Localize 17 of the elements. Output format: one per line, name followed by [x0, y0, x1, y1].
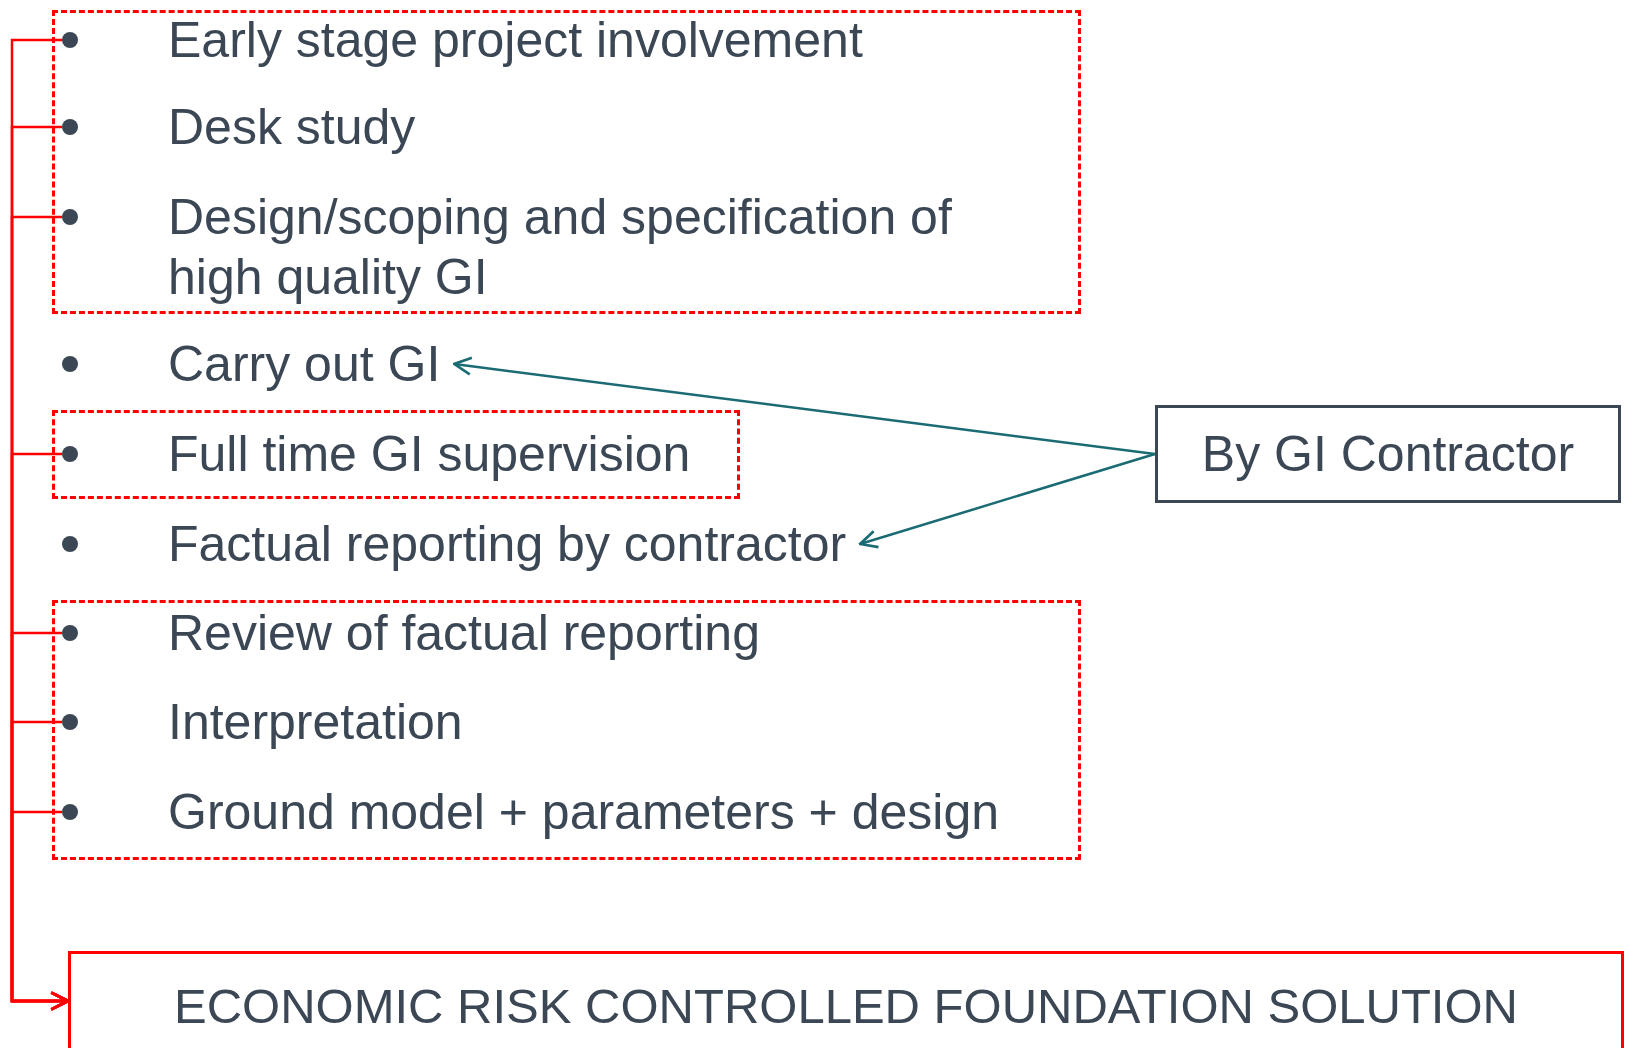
dashed-group-box	[52, 600, 1081, 860]
dashed-group-box	[52, 10, 1081, 314]
label-box: By GI Contractor	[1155, 405, 1621, 503]
list-item-text: Interpretation	[168, 693, 463, 752]
list-item-text: Full time GI supervision	[168, 425, 691, 484]
result-box: ECONOMIC RISK CONTROLLED FOUNDATION SOLUTION	[68, 951, 1624, 1048]
list-item-text: Carry out GI	[168, 335, 441, 394]
list-item-text: Early stage project involvement	[168, 11, 863, 70]
list-item-text: Design/scoping and specification of high quality GI	[168, 188, 953, 307]
list-item-text: Review of factual reporting	[168, 604, 760, 663]
arrow	[10, 810, 70, 1011]
arrow	[858, 452, 1156, 549]
dashed-group-box	[52, 410, 740, 499]
arrow	[452, 356, 1156, 456]
list-item-text: Desk study	[168, 98, 416, 157]
list-item-text: Ground model + parameters + design	[168, 783, 1000, 842]
list-item-text: Factual reporting by contractor	[168, 515, 847, 574]
